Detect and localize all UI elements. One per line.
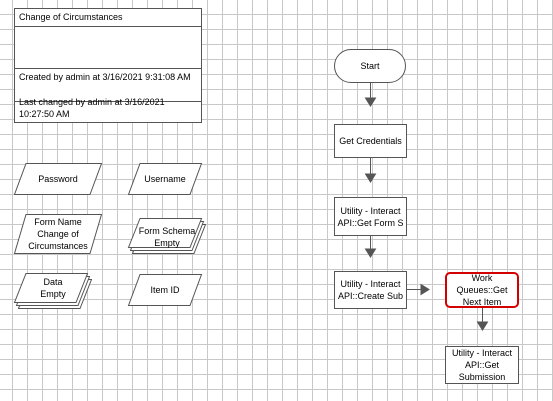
data-item-username-name: Username — [144, 174, 186, 184]
process-info-box: Change of Circumstances Created by admin… — [14, 8, 202, 123]
data-item-form-schema[interactable]: Form Schema Empty — [127, 218, 207, 254]
data-item-username[interactable]: Username — [127, 163, 203, 195]
create-submission-label: Utility - Interact API::Create Sub — [337, 279, 404, 301]
data-item-form-name-value: Change of Circumstances — [28, 229, 88, 251]
get-submission-label: Utility - Interact API::Get Submission — [451, 348, 512, 382]
changed-info: Last changed by admin at 3/16/2021 10:27… — [19, 97, 165, 119]
created-info: Created by admin at 3/16/2021 9:31:08 AM — [15, 68, 201, 102]
get-form-schema-label: Utility - Interact API::Get Form S — [337, 205, 404, 228]
data-item-item-id-name: Item ID — [150, 285, 180, 295]
data-item-password-name: Password — [38, 174, 78, 184]
data-item-form-schema-value: Empty — [154, 238, 180, 248]
get-submission-stage[interactable]: Utility - Interact API::Get Submission — [445, 346, 519, 384]
get-form-schema-stage[interactable]: Utility - Interact API::Get Form S — [334, 197, 407, 236]
data-item-item-id[interactable]: Item ID — [127, 274, 203, 306]
data-item-form-name[interactable]: Form Name Change of Circumstances — [13, 214, 103, 254]
data-item-data-name: Data — [43, 277, 63, 287]
start-label: Start — [360, 61, 380, 71]
data-item-form-schema-name: Form Schema — [138, 226, 196, 236]
data-item-data[interactable]: Data Empty — [13, 273, 93, 309]
data-item-data-value: Empty — [40, 289, 66, 299]
process-title: Change of Circumstances — [15, 9, 201, 27]
start-stage[interactable]: Start — [334, 49, 406, 83]
data-item-password[interactable]: Password — [13, 163, 103, 195]
get-credentials-stage[interactable]: Get Credentials — [334, 124, 407, 158]
work-queues-label: Work Queues::Get Next Item — [456, 273, 508, 307]
work-queues-get-next-item-stage[interactable]: Work Queues::Get Next Item — [445, 272, 519, 308]
create-submission-stage[interactable]: Utility - Interact API::Create Sub — [334, 271, 407, 309]
data-item-form-name-name: Form Name — [34, 217, 82, 227]
get-credentials-label: Get Credentials — [339, 136, 402, 146]
